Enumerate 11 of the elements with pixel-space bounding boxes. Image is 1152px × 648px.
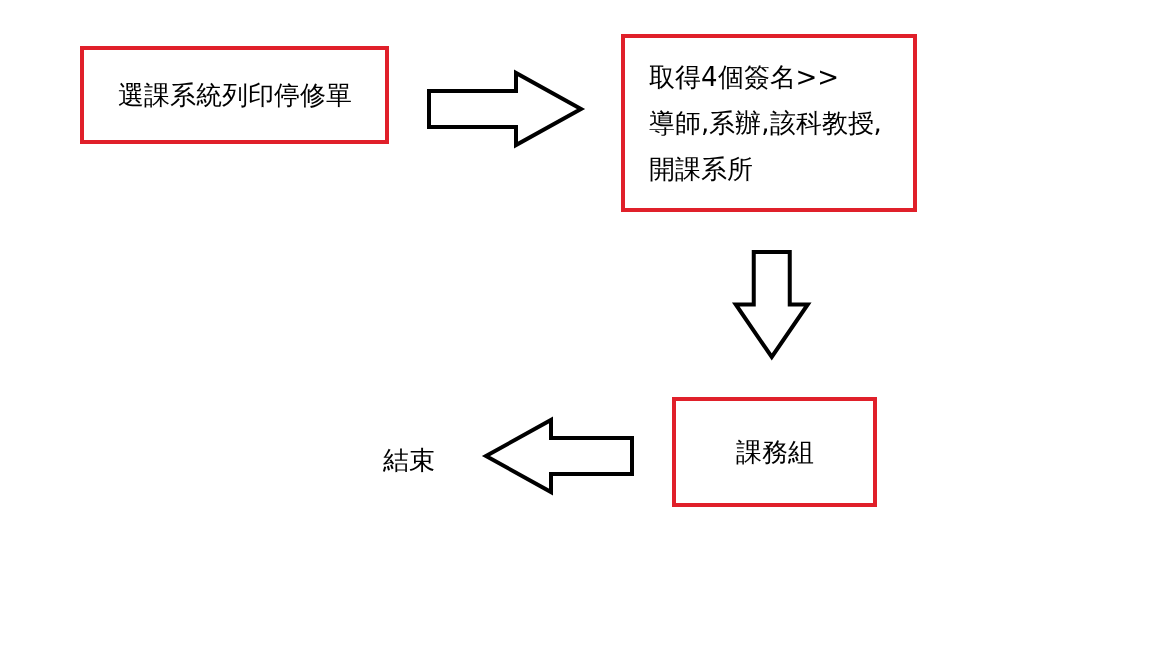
process-box bbox=[672, 397, 877, 507]
step-text: 導師,系辦,該科教授,開課系所 bbox=[649, 107, 883, 186]
process-box bbox=[80, 46, 389, 144]
step-label: 課務組 bbox=[735, 436, 814, 469]
step-label: 結束 bbox=[383, 444, 435, 477]
block-arrow bbox=[481, 416, 634, 496]
block-arrow bbox=[731, 250, 812, 361]
block-arrow bbox=[427, 69, 586, 149]
step-label: 選課系統列印停修單 bbox=[117, 79, 352, 112]
process-box bbox=[621, 34, 917, 212]
step-text: 取得4個簽名>> bbox=[649, 61, 840, 94]
